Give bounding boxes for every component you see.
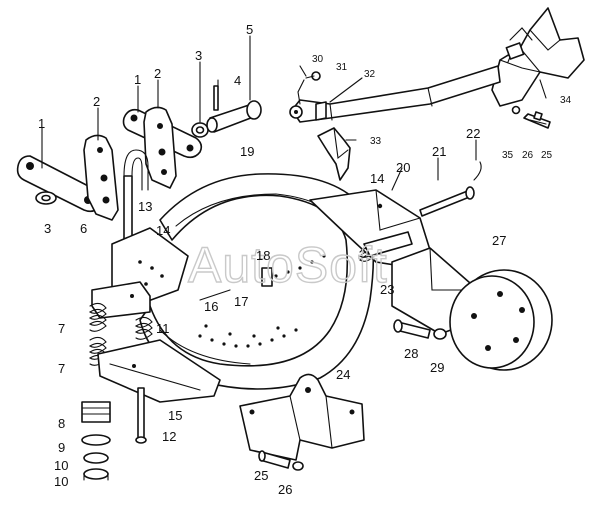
callout-21: 21 — [432, 144, 446, 159]
callout-23: 23 — [380, 282, 394, 297]
washer-3-right — [191, 122, 209, 138]
spring-11 — [134, 316, 153, 340]
callout-2b: 2 — [154, 66, 161, 81]
callout-2a: 2 — [93, 94, 100, 109]
nut-29 — [433, 328, 447, 340]
callout-4: 4 — [234, 73, 241, 88]
pin-30 — [297, 65, 307, 105]
callout-22: 22 — [466, 126, 480, 141]
watermark: AutoSoft — [188, 237, 388, 293]
callout-labels: 1 1 2 2 3 3 4 5 6 7 7 8 9 10 10 11 12 13… — [38, 22, 572, 497]
callout-28: 28 — [404, 346, 418, 361]
callout-26b: 26 — [278, 482, 292, 497]
callout-17: 17 — [234, 294, 248, 309]
pin-18 — [261, 267, 273, 287]
callout-18: 18 — [256, 248, 270, 263]
lever-arm-32 — [289, 65, 501, 123]
pin-16 — [199, 289, 231, 301]
washer-3-left — [35, 191, 57, 205]
callout-14b: 14 — [370, 171, 384, 186]
callout-1b: 1 — [134, 72, 141, 87]
arm-2-right — [143, 106, 177, 189]
callout-31: 31 — [336, 62, 348, 73]
callout-26a: 26 — [522, 150, 534, 161]
callout-25b: 25 — [254, 468, 268, 483]
plate-33 — [317, 127, 351, 181]
callout-3b: 3 — [195, 48, 202, 63]
callout-11: 11 — [156, 321, 170, 336]
nut-10b — [83, 468, 109, 481]
nut-26-lower — [292, 461, 304, 471]
leader-lines — [41, 35, 547, 191]
callout-14a: 14 — [156, 223, 170, 238]
bolt-25-lower — [258, 450, 291, 469]
callout-27: 27 — [492, 233, 506, 248]
callout-35: 35 — [502, 150, 514, 161]
callout-20: 20 — [396, 160, 410, 175]
bolt-28 — [393, 319, 431, 339]
callout-33: 33 — [370, 136, 382, 147]
callout-29: 29 — [430, 360, 444, 375]
drum-27 — [449, 269, 553, 371]
spring-block-upper — [91, 281, 151, 319]
spring-8 — [81, 401, 111, 423]
callout-3a: 3 — [44, 221, 51, 236]
callout-9: 9 — [58, 440, 65, 455]
callout-7a: 7 — [58, 321, 65, 336]
spring-23 — [359, 231, 413, 262]
nut-31 — [305, 71, 321, 81]
bolt-21 — [419, 186, 475, 217]
callout-10a: 10 — [54, 458, 68, 473]
spring-7-upper — [88, 302, 107, 332]
callout-13: 13 — [138, 199, 152, 214]
lower-lug-plate — [97, 339, 221, 403]
callout-19: 19 — [240, 144, 254, 159]
band-rivets — [198, 254, 326, 348]
rod-22 — [473, 161, 482, 181]
callout-32: 32 — [364, 69, 376, 80]
washer-9 — [81, 434, 111, 446]
bracket-34 — [491, 7, 585, 107]
bolt-12 — [135, 387, 147, 444]
arm-2-left — [83, 134, 119, 221]
callout-8: 8 — [58, 416, 65, 431]
pin-4 — [213, 85, 219, 111]
bracket-24 — [239, 373, 365, 461]
bolt-25-26-35 — [511, 105, 551, 129]
callout-25a: 25 — [541, 150, 553, 161]
callout-12: 12 — [162, 429, 176, 444]
callout-1a: 1 — [38, 116, 45, 131]
callout-5: 5 — [246, 22, 253, 37]
callout-7b: 7 — [58, 361, 65, 376]
callout-30: 30 — [312, 54, 324, 65]
callout-15: 15 — [168, 408, 182, 423]
callout-16: 16 — [204, 299, 218, 314]
callout-24: 24 — [336, 367, 350, 382]
callout-34: 34 — [560, 95, 572, 106]
callout-10b: 10 — [54, 474, 68, 489]
callout-6: 6 — [80, 221, 87, 236]
pin-5 — [206, 100, 262, 133]
nut-10a — [83, 452, 109, 464]
